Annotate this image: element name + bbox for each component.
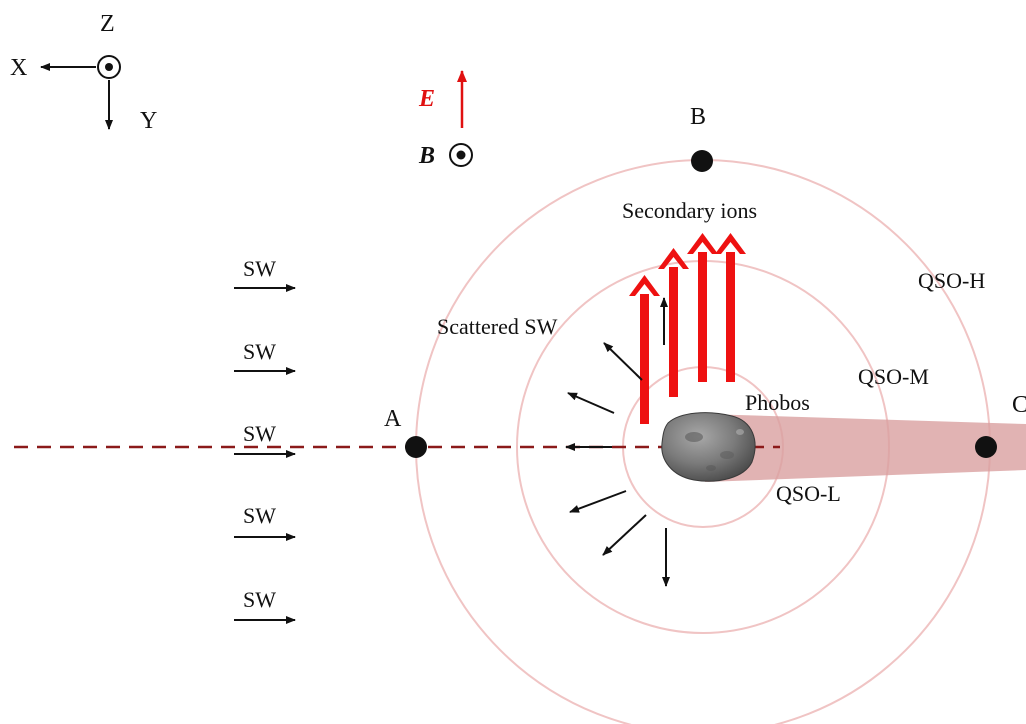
- scattered-sw-label: Scattered SW: [437, 314, 558, 339]
- phobos-wake: [705, 414, 1026, 482]
- point-c-label: C: [1012, 392, 1026, 418]
- out-of-plane-dot-icon: [449, 143, 473, 167]
- b-field-label: B: [418, 143, 435, 169]
- secondary-ion-arrow: [629, 275, 660, 424]
- secondary-ion-arrow: [687, 233, 718, 382]
- scattered-sw-arrow: [603, 342, 643, 381]
- coordinate-axes: Z X Y: [10, 11, 157, 134]
- secondary-ion-arrow: [658, 248, 689, 397]
- scattered-sw-arrow: [567, 392, 615, 414]
- secondary-ions-label: Secondary ions: [622, 198, 757, 223]
- point-a-marker: [405, 436, 427, 458]
- sw-label: SW: [243, 256, 276, 281]
- z-axis-label: Z: [100, 11, 115, 37]
- y-axis-label: Y: [140, 108, 157, 134]
- x-axis-label: X: [10, 55, 27, 81]
- scattered-sw-arrow: [569, 490, 627, 513]
- scattered-sw-arrow: [602, 514, 647, 556]
- point-c-marker: [975, 436, 997, 458]
- field-indicators: E B: [418, 70, 473, 169]
- phobos-rock-icon: [661, 412, 756, 482]
- solar-wind-group: SW SW SW SW SW: [234, 256, 296, 624]
- e-field-label: E: [418, 86, 435, 112]
- sw-label: SW: [243, 339, 276, 364]
- out-of-plane-dot-icon: [97, 55, 121, 79]
- sw-label: SW: [243, 587, 276, 612]
- secondary-ion-arrow: [715, 233, 746, 382]
- point-b-marker: [691, 150, 713, 172]
- point-a-label: A: [384, 406, 402, 432]
- phobos-label: Phobos: [745, 390, 810, 415]
- qso-h-label: QSO-H: [918, 268, 985, 293]
- qso-l-label: QSO-L: [776, 481, 841, 506]
- sw-label: SW: [243, 503, 276, 528]
- scattered-sw-arrows: [565, 342, 670, 587]
- secondary-ions-arrows: [629, 233, 746, 424]
- qso-m-label: QSO-M: [858, 364, 929, 389]
- sw-label: SW: [243, 421, 276, 446]
- point-b-label: B: [690, 104, 706, 130]
